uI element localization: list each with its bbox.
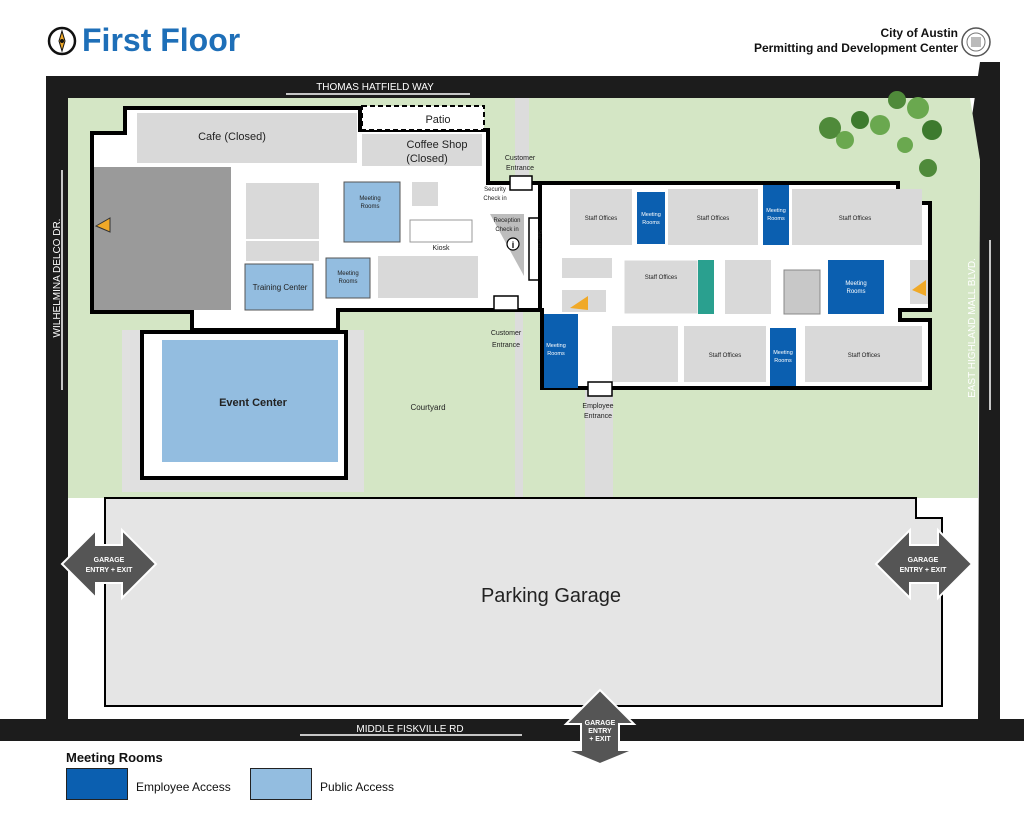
reception-label-1: Reception (493, 218, 520, 224)
parking-garage-label: Parking Garage (481, 585, 621, 607)
org-line2: Permitting and Development Center (753, 41, 958, 55)
garage-entry-east[interactable] (874, 527, 974, 601)
garage-west-label-1: GARAGE (94, 557, 125, 564)
coffee-label-2: (Closed) (406, 153, 448, 165)
staff-offices-5: Staff Offices (709, 353, 741, 359)
garage-south-label-2: ENTRY (588, 728, 612, 735)
employee-entrance-1: Employee (582, 403, 613, 410)
patio (361, 105, 485, 131)
garage-entry-south[interactable] (563, 688, 637, 766)
legend-public-label: Public Access (320, 780, 395, 794)
customer-entrance-north-1: Customer (505, 155, 536, 162)
legend-employee-label: Employee Access (136, 780, 231, 794)
meeting-emp-1-label-2: Rooms (642, 220, 660, 226)
city-seal-icon (960, 26, 992, 58)
kiosk-label: Kiosk (432, 245, 450, 252)
cafe-label: Cafe (Closed) (198, 131, 266, 143)
coffee-label-1: Coffee Shop (407, 139, 468, 151)
street-west: WILHELMINA DELCO DR. (52, 219, 63, 338)
meeting-emp-5-label-1: Meeting (773, 350, 793, 356)
employee-entrance-2: Entrance (584, 413, 612, 420)
event-center-label: Event Center (219, 397, 288, 409)
kiosk (409, 219, 473, 243)
legend-title: Meeting Rooms (66, 750, 163, 765)
meeting-room-employee-3 (828, 260, 884, 314)
meeting-room-public-2 (325, 257, 371, 299)
west-hall (94, 167, 231, 310)
staff-offices-4: Staff Offices (645, 275, 677, 281)
parking-garage (104, 497, 943, 707)
garage-entry-west[interactable] (60, 527, 158, 601)
customer-entrance-north-2: Entrance (506, 165, 534, 172)
reception-label-2: Check in (495, 227, 518, 233)
info-icon (506, 237, 520, 251)
training-center (244, 263, 314, 311)
customer-entrance-south-2: Entrance (492, 342, 520, 349)
garage-east-label-2: ENTRY + EXIT (900, 567, 948, 574)
trees (819, 91, 942, 177)
meeting-public-2-label-2: Rooms (338, 279, 357, 285)
coffee-shop (362, 134, 482, 166)
garage-west-label-2: ENTRY + EXIT (86, 567, 134, 574)
meeting-public-2-label-1: Meeting (337, 271, 358, 277)
meeting-public-1-label-2: Rooms (360, 204, 379, 210)
staircase-label: Staircase (536, 230, 542, 251)
street-east: EAST HIGHLAND MALL BLVD. (967, 258, 978, 398)
customer-entrance-south-1: Customer (491, 330, 522, 337)
meeting-room-employee-1 (637, 192, 665, 244)
meeting-emp-1-label-1: Meeting (641, 212, 661, 218)
staff-offices-6: Staff Offices (848, 353, 880, 359)
garage-east-label-1: GARAGE (908, 557, 939, 564)
org-line1: City of Austin (880, 26, 958, 40)
roads (0, 62, 1024, 741)
street-north: THOMAS HATFIELD WAY (316, 82, 434, 93)
staff-offices-1: Staff Offices (585, 216, 617, 222)
street-south: MIDDLE FISKVILLE RD (356, 724, 463, 735)
staff-offices-3: Staff Offices (839, 216, 871, 222)
meeting-emp-5-label-2: Rooms (774, 358, 792, 364)
meeting-public-1-label-1: Meeting (359, 196, 380, 202)
svg-text:i: i (512, 240, 515, 250)
meeting-emp-3-label-1: Meeting (845, 281, 866, 287)
meeting-emp-4-label-2: Rooms (547, 351, 565, 357)
meeting-emp-2-label-1: Meeting (766, 208, 786, 214)
courtyard-label: Courtyard (410, 403, 445, 412)
training-center-label: Training Center (253, 283, 308, 292)
garage-south-label-3: + EXIT (589, 736, 611, 743)
legend-public-swatch (250, 768, 312, 800)
security-label-1: Security (484, 187, 506, 193)
meeting-emp-4-label-1: Meeting (546, 343, 566, 349)
meeting-room-public-1 (343, 181, 401, 243)
patio-label: Patio (425, 114, 450, 126)
meeting-room-employee-2 (763, 185, 789, 245)
meeting-room-employee-4 (544, 314, 578, 388)
garage-south-label-1: GARAGE (585, 720, 616, 727)
meeting-emp-2-label-2: Rooms (767, 216, 785, 222)
staff-offices-2: Staff Offices (697, 216, 729, 222)
meeting-room-employee-5 (770, 328, 796, 386)
cafe (137, 113, 357, 163)
event-center (162, 340, 338, 462)
meeting-emp-3-label-2: Rooms (846, 289, 865, 295)
compass-icon (46, 25, 78, 57)
organization-name: City of Austin Permitting and Developmen… (754, 26, 958, 56)
security-label-2: Check in (483, 196, 506, 202)
page-title: First Floor (82, 22, 241, 58)
legend-employee-swatch (66, 768, 128, 800)
